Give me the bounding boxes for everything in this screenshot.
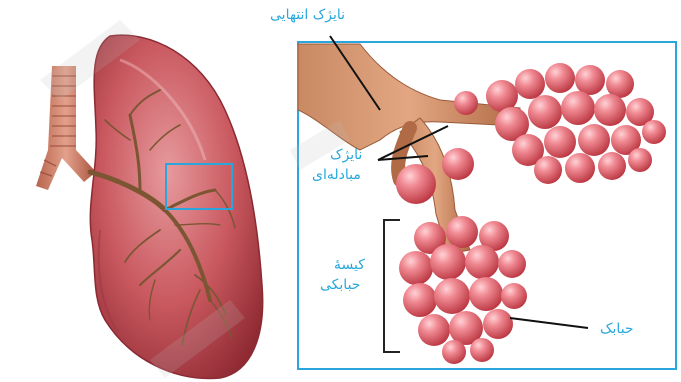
label-alveolus: حبابک: [600, 320, 634, 338]
label-terminal-bronchiole: نایژک انتهایی: [270, 6, 345, 24]
alveolus-single: [396, 164, 436, 204]
label-alveolar-sac-2: حبابکی: [320, 276, 360, 294]
alveolus-single: [442, 148, 474, 180]
lung: [90, 35, 262, 378]
label-respiratory-bronchiole-1: نایژک: [330, 146, 362, 164]
alveolus-single: [454, 91, 478, 115]
label-alveolar-sac-1: کیسهٔ: [334, 256, 365, 274]
label-respiratory-bronchiole-2: مبادله‌ای: [312, 166, 361, 184]
